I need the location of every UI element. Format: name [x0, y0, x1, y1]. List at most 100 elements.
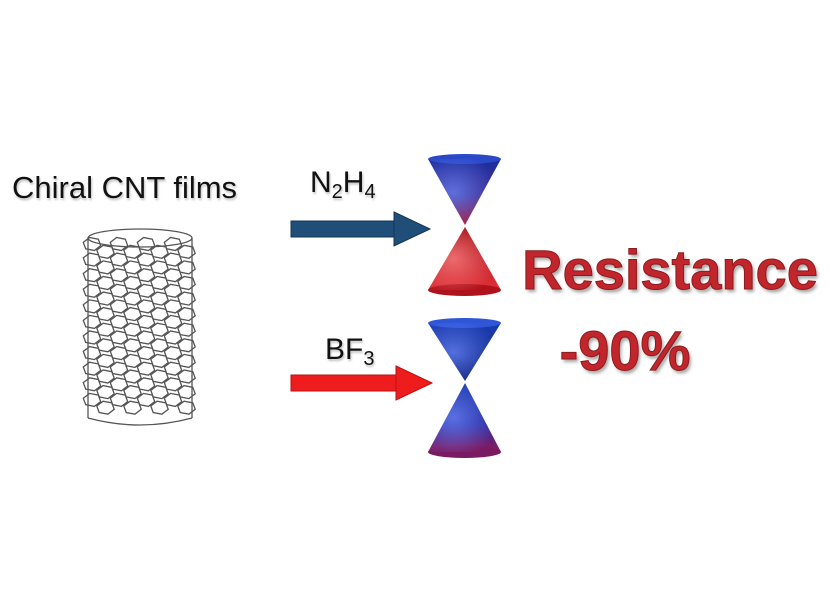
nanotube-hexagon — [82, 377, 102, 392]
nanotube-hexagon — [109, 392, 129, 408]
nanotube-hexagon — [82, 283, 102, 298]
nanotube-hexagon — [82, 345, 102, 361]
nanotube-icon — [82, 228, 196, 426]
nanotube-hexagon — [150, 338, 169, 353]
nanotube-hexagon — [82, 392, 102, 408]
nanotube-hexagon — [163, 361, 183, 376]
nanotube-hexagon — [163, 314, 183, 330]
result-title: Resistance — [522, 238, 819, 302]
nanotube-hexagon — [96, 369, 115, 384]
nanotube-hexagon — [150, 369, 169, 384]
nanotube-hexagon — [150, 322, 169, 337]
nanotube-hexagon — [150, 384, 169, 400]
film-label: Chiral CNT films — [12, 170, 238, 205]
nanotube-hexagon — [123, 400, 142, 415]
nanotube-hexagon — [109, 268, 129, 283]
nanotube-hexagon — [177, 338, 196, 353]
nanotube-hexagon — [96, 260, 115, 275]
nanotube-hexagon — [163, 377, 183, 392]
nanotube-hexagon — [150, 400, 169, 415]
nanotube-hexagon — [136, 345, 156, 361]
nanotube-hexagon — [177, 353, 196, 369]
nanotube-hexagon — [177, 322, 196, 337]
nanotube-hexagon — [82, 299, 102, 314]
nanotube-hexagon — [109, 377, 129, 392]
nanotube-hexagon — [123, 260, 142, 275]
nanotube-hexagon — [150, 275, 169, 291]
nanotube-hexagon — [96, 244, 115, 259]
nanotube-hexagon — [163, 236, 183, 252]
nanotube-hexagon — [136, 299, 156, 314]
nanotube-hexagon — [163, 252, 183, 267]
nanotube-hexagon — [109, 299, 129, 314]
nanotube-hexagon — [109, 252, 129, 267]
nanotube-hexagon — [136, 268, 156, 283]
nanotube-hexagon — [150, 306, 169, 322]
nanotube-hexagon — [109, 236, 129, 252]
nanotube-hexagon — [163, 268, 183, 283]
nanotube-hexagon — [136, 236, 156, 252]
nanotube-hexagon — [150, 260, 169, 275]
nanotube-hexagon — [177, 306, 196, 322]
nanotube-hexagon — [136, 377, 156, 392]
nanotube-hexagon — [163, 283, 183, 298]
nanotube-hexagon — [136, 314, 156, 330]
nanotube-hexagon — [96, 275, 115, 291]
nanotube-hexagon — [109, 283, 129, 298]
nanotube-hexagon — [123, 306, 142, 322]
nanotube-hexagon — [82, 330, 102, 345]
arrow-top — [290, 211, 432, 247]
nanotube-hexagon — [96, 384, 115, 400]
nanotube-hexagon — [109, 330, 129, 345]
nanotube-hexagon — [82, 314, 102, 330]
nanotube-hexagon — [123, 275, 142, 291]
nanotube-hexagon — [109, 314, 129, 330]
nanotube-hexagon — [177, 244, 196, 259]
nanotube-hexagon — [136, 361, 156, 376]
result-value: -90% — [559, 319, 691, 383]
nanotube-hexagon — [123, 353, 142, 369]
nanotube-hexagon — [150, 291, 169, 306]
nanotube-hexagon — [82, 361, 102, 376]
nanotube-hexagon — [96, 338, 115, 353]
nanotube-hexagon — [150, 353, 169, 369]
dirac-cone-bottom — [428, 318, 501, 458]
arrow-bottom — [290, 365, 434, 401]
nanotube-hexagon — [96, 306, 115, 322]
dirac-cone-top — [428, 154, 501, 296]
nanotube-hexagon — [177, 384, 196, 400]
nanotube-hexagon — [136, 392, 156, 408]
nanotube-hexagon — [163, 299, 183, 314]
nanotube-hexagon — [96, 353, 115, 369]
nanotube-hexagon — [109, 345, 129, 361]
nanotube-hexagon — [136, 283, 156, 298]
nanotube-hexagon — [136, 330, 156, 345]
nanotube-hexagon — [163, 345, 183, 361]
nanotube-hexagon — [123, 338, 142, 353]
nanotube-hexagon — [163, 392, 183, 408]
nanotube-hexagon — [163, 330, 183, 345]
nanotube-hexagon — [136, 252, 156, 267]
nanotube-hexagon — [109, 361, 129, 376]
nanotube-hexagon — [96, 291, 115, 306]
nanotube-hexagon — [177, 400, 196, 415]
nanotube-hexagon — [123, 384, 142, 400]
dopant-label-bottom: BF3 — [325, 333, 375, 370]
nanotube-hexagon — [177, 369, 196, 384]
nanotube-hexagon — [82, 268, 102, 283]
nanotube-hexagon — [123, 322, 142, 337]
dopant-label-top: N2H4 — [310, 166, 376, 203]
nanotube-hexagon — [123, 244, 142, 259]
nanotube-hexagon — [96, 322, 115, 337]
nanotube-hexagon — [177, 275, 196, 291]
nanotube-hexagon — [177, 260, 196, 275]
nanotube-hexagon — [150, 244, 169, 259]
nanotube-hexagon — [96, 400, 115, 415]
nanotube-hexagon — [177, 291, 196, 306]
nanotube-hexagon — [123, 369, 142, 384]
nanotube-hexagon — [82, 252, 102, 267]
nanotube-hexagon — [82, 236, 102, 252]
nanotube-hexagon — [123, 291, 142, 306]
